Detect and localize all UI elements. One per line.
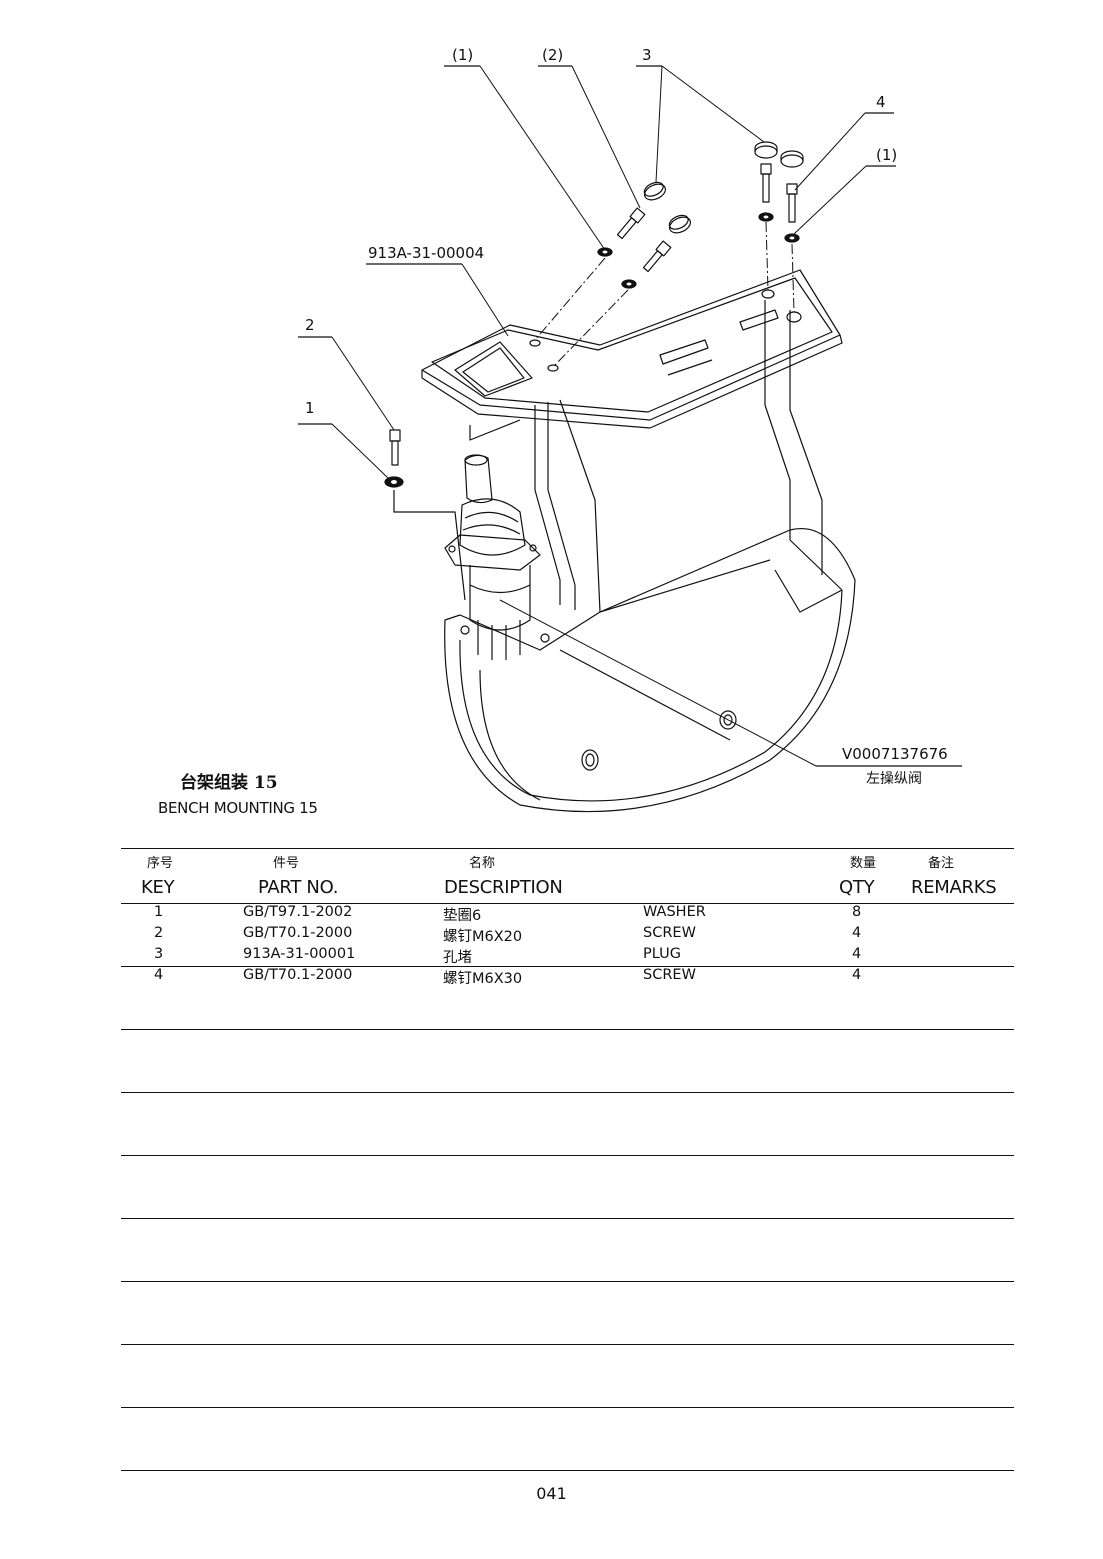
callout-1-right: (1) (876, 146, 897, 164)
table-row: 4 GB/T70.1-2000 螺钉M6X30 SCREW 4 (121, 967, 1014, 989)
page-number: 041 (536, 1484, 567, 1503)
empty-row-rule (121, 1155, 1014, 1156)
assembly-title: 台架组装 15 BENCH MOUNTING 15 (158, 768, 318, 817)
header-remarks-zh: 备注 (928, 856, 955, 871)
row-qty: 4 (852, 967, 862, 983)
empty-row-rule (121, 1218, 1014, 1219)
empty-row-rule (121, 1344, 1014, 1345)
callout-part-ref: 913A-31-00004 (368, 244, 484, 262)
table-row: 2 GB/T70.1-2000 螺钉M6X20 SCREW 4 (121, 925, 1014, 947)
header-remarks: REMARKS (911, 877, 997, 898)
callout-1-left: 1 (305, 399, 315, 417)
callout-4: 4 (876, 93, 886, 111)
exploded-assembly-drawing: (1) (2) 3 4 (1) 913A-31-00004 2 1 V00071… (298, 46, 962, 813)
row-desc-zh: 螺钉M6X30 (443, 971, 523, 987)
row-part-no: GB/T97.1-2002 (243, 904, 353, 920)
title-english: BENCH MOUNTING 15 (158, 799, 318, 817)
row-key: 2 (154, 925, 164, 941)
row-part-no: GB/T70.1-2000 (243, 967, 353, 983)
row-desc-en: WASHER (643, 904, 706, 920)
callout-2-left: 2 (305, 316, 315, 334)
callout-2-top: (2) (542, 46, 563, 64)
row-desc-zh: 螺钉M6X20 (443, 929, 523, 945)
callout-valve-name: 左操纵阀 (866, 771, 922, 787)
row-qty: 4 (852, 925, 862, 941)
header-part-no: PART NO. (258, 877, 339, 898)
row-desc-en: SCREW (643, 925, 696, 941)
fasteners (384, 141, 804, 488)
empty-row-rule (121, 1281, 1014, 1282)
header-key-zh: 序号 (147, 856, 174, 871)
leader-lines (331, 65, 867, 767)
row-qty: 8 (852, 904, 862, 920)
table-row: 3 913A-31-00001 孔堵 PLUG 4 (121, 946, 1014, 968)
row-desc-en: PLUG (643, 946, 681, 962)
row-desc-zh: 垫圈6 (443, 908, 482, 924)
control-valve-joystick (393, 454, 550, 660)
header-description: DESCRIPTION (444, 877, 563, 898)
callout-1-top: (1) (452, 46, 473, 64)
row-key: 3 (154, 946, 164, 962)
row-desc-en: SCREW (643, 967, 696, 983)
row-qty: 4 (852, 946, 862, 962)
table-top-rule (121, 848, 1014, 849)
row-key: 4 (154, 967, 164, 983)
callout-valve-code: V0007137676 (842, 745, 948, 763)
callout-labels: (1) (2) 3 4 (1) 913A-31-00004 2 1 V00071… (298, 46, 962, 787)
group-rule (121, 966, 1014, 967)
row-part-no: 913A-31-00001 (243, 946, 356, 962)
top-plate (421, 269, 843, 429)
row-key: 1 (154, 904, 164, 920)
empty-row-rule (121, 1029, 1014, 1030)
table-bottom-rule (121, 1470, 1014, 1471)
title-chinese: 台架组装 15 (180, 773, 278, 793)
callout-3: 3 (642, 46, 652, 64)
header-key: KEY (141, 877, 175, 898)
header-qty-zh: 数量 (850, 856, 877, 871)
row-part-no: GB/T70.1-2000 (243, 925, 353, 941)
empty-row-rule (121, 1407, 1014, 1408)
row-desc-zh: 孔堵 (443, 950, 472, 966)
header-part-no-zh: 件号 (273, 856, 300, 871)
header-bottom-rule (121, 903, 1014, 904)
empty-row-rule (121, 1092, 1014, 1093)
frame-body (444, 300, 856, 813)
header-description-zh: 名称 (469, 856, 496, 871)
table-row: 1 GB/T97.1-2002 垫圈6 WASHER 8 (121, 904, 1014, 926)
header-qty: QTY (839, 877, 875, 898)
